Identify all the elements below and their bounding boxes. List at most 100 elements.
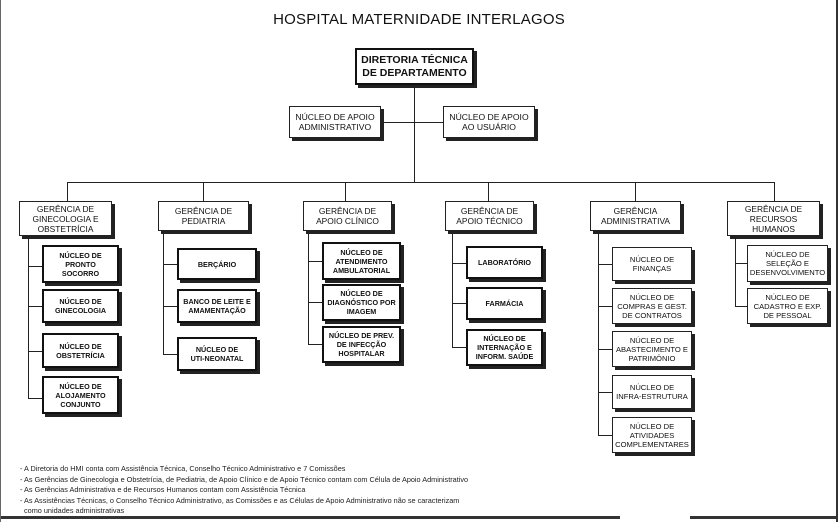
stub [28,266,42,267]
box-line: FINANÇAS [632,264,672,273]
spine-rh [735,237,736,306]
box-line: ABASTECIMENTO E [615,344,688,354]
box-line: NÚCLEO DE [765,250,810,259]
box-line: UTI-NEONATAL [190,354,244,363]
frame-left [0,0,1,522]
stub [598,306,612,307]
box-line: ADMINISTRATIVA [600,216,671,226]
spine-apoio-clinico [308,231,309,345]
connector-gerencias-horizontal [67,182,774,183]
box-line: PRONTO [65,259,96,269]
box-line: INFRA-ESTRUTURA [616,392,688,401]
box-line: APOIO CLÍNICO [316,216,379,226]
stub [163,264,177,265]
box-line: DE PESSOAL [763,310,812,320]
box-line: ATENDIMENTO [335,256,388,266]
footnote: - As Gerências de Ginecologia e Obstetrí… [20,474,469,484]
stub [735,306,747,307]
connector-drop [488,182,489,201]
box-line: DIAGNÓSTICO POR [327,298,396,307]
box-line: CADASTRO E EXP. [753,301,822,311]
footnote: - As Gerências Administrativa e de Recur… [20,485,306,494]
box-line: NÚCLEO DE [340,247,383,257]
frame-right [836,0,838,522]
box-line: IMAGEM [346,307,377,316]
box-line: GERÊNCIA DE [36,203,95,214]
stub [308,344,322,345]
box-line: SELEÇÃO E [765,259,810,268]
box-line: NÚCLEO DE [59,250,102,260]
stub [452,263,466,264]
connector-support-horizontal [380,122,444,123]
box-line: GERÊNCIA [613,206,658,216]
box-laboratorio: LABORATÓRIO [466,246,543,279]
box-line: NÚCLEO DE [629,292,675,302]
box-line: GERÊNCIA DE [174,206,233,216]
connector-drop [203,182,204,201]
box-line: ATIVIDADES [629,430,675,440]
box-line: AMAMENTAÇÃO [188,306,246,315]
box-line: INFORM. SAÚDE [475,352,534,361]
box-line: DE INFECÇÃO [336,340,387,349]
box-line: BANCO DE LEITE E [183,297,251,306]
box-line: SOCORRO [61,268,100,278]
box-line: COMPLEMENTARES [615,439,689,449]
connector-drop [345,182,346,201]
box-line: GINECOLOGIA [54,306,107,315]
stub [735,263,747,264]
box-line: NÚCLEO DE APOIO [295,111,375,122]
footnote: - A Diretoria do HMI conta com Assistênc… [20,464,346,473]
box-line: PEDIATRIA [181,216,226,226]
box-line: COMPRAS E GEST. [617,301,687,311]
stub [452,347,466,348]
box-line: GERÊNCIA DE [460,206,519,216]
box-line: DESENVOLVIMENTO [749,268,826,277]
box-line: NÚCLEO DE APOIO [449,111,529,122]
connector-drop [67,182,68,201]
spine-administrativa [598,231,599,436]
box-line: FARMÁCIA [485,299,524,308]
box-line: OBSTETRÍCIA [56,350,105,360]
spine-pediatria [163,231,164,355]
box-line: BERÇÁRIO [197,259,237,269]
box-line: NÚCLEO DE PREV. [328,331,395,340]
box-line: NÚCLEO DE [629,383,675,392]
box-line: ALOJAMENTO [55,390,106,400]
stub [598,392,612,393]
spine-ginecologia [28,237,29,399]
stub [598,349,612,350]
box-line: OBSTETRÍCIA [37,223,94,234]
box-line: NÚCLEO DE [629,255,675,264]
connector-top-vertical [414,86,415,182]
stub [598,435,612,436]
stub [598,264,612,265]
box-line: GINECOLOGIA E [32,213,99,224]
box-line: INTERNAÇÃO E [477,343,532,352]
box-line: RECURSOS [749,213,798,224]
box-line: NÚCLEO DE [59,341,102,351]
box-line: PATRIMÔNIO [628,353,676,363]
footnote: - As Assistências Técnicas, o Conselho T… [20,495,460,505]
box-line: GERÊNCIA DE [318,206,377,216]
connector-drop [635,182,636,201]
box-line: APOIO TÉCNICO [456,216,523,226]
box-line: NÚCLEO DE [340,289,383,298]
box-line: NÚCLEO DE [629,335,675,345]
box-line: NÚCLEO DE [765,292,810,302]
